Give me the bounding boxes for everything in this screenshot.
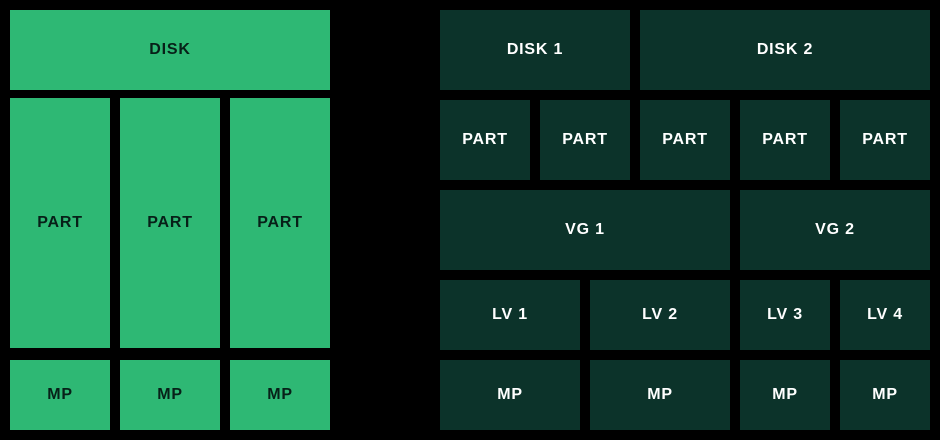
partition-box: PART: [540, 100, 630, 180]
mountpoint-box: MP: [230, 360, 330, 430]
logical-volume-box: LV 4: [840, 280, 930, 350]
partition-row: PART PART PART PART PART: [440, 100, 930, 180]
mountpoint-box: MP: [590, 360, 730, 430]
mountpoint-box: MP: [10, 360, 110, 430]
logical-volume-box: LV 1: [440, 280, 580, 350]
simple-partitioning-panel: DISK PART PART PART MP MP MP: [10, 10, 330, 430]
mountpoint-box: MP: [840, 360, 930, 430]
volume-group-row: VG 1 VG 2: [440, 190, 930, 270]
logical-volume-box: LV 2: [590, 280, 730, 350]
partition-box: PART: [230, 98, 330, 348]
logical-volume-box: LV 3: [740, 280, 830, 350]
mountpoint-box: MP: [440, 360, 580, 430]
disk-row: DISK 1 DISK 2: [440, 10, 930, 90]
partition-row: PART PART PART: [10, 98, 330, 348]
volume-group-box: VG 1: [440, 190, 730, 270]
partition-box: PART: [840, 100, 930, 180]
partition-box: PART: [440, 100, 530, 180]
disk-box: DISK 2: [640, 10, 930, 90]
partition-box: PART: [120, 98, 220, 348]
mountpoint-row: MP MP MP: [10, 360, 330, 430]
mountpoint-box: MP: [120, 360, 220, 430]
partition-box: PART: [740, 100, 830, 180]
lvm-panel: DISK 1 DISK 2 PART PART PART PART PART V…: [440, 10, 930, 430]
partition-box: PART: [640, 100, 730, 180]
disk-row: DISK: [10, 10, 330, 90]
volume-group-box: VG 2: [740, 190, 930, 270]
mountpoint-row: MP MP MP MP: [440, 360, 930, 430]
logical-volume-row: LV 1 LV 2 LV 3 LV 4: [440, 280, 930, 350]
mountpoint-box: MP: [740, 360, 830, 430]
disk-box: DISK: [10, 10, 330, 90]
partition-box: PART: [10, 98, 110, 348]
disk-box: DISK 1: [440, 10, 630, 90]
